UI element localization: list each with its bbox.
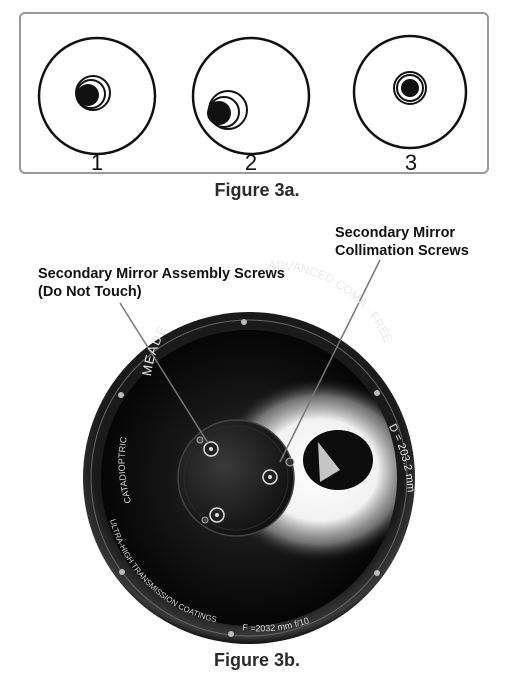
figure-3b-caption: Figure 3b. [213,650,300,670]
diagram-1-shadow [77,84,99,106]
collimation-screws-pointer [279,259,381,463]
reflection-window [303,430,373,490]
collimation-screw [262,469,278,485]
collimation-screws-label-line2: Collimation Screws [335,243,469,259]
diagram-3-ring [393,71,427,105]
figure-3a-panel [19,12,489,174]
diagram-3-ring [396,74,424,102]
collimation-screws-label-line1: Secondary Mirror [335,225,456,241]
diagram-3-shadow [401,79,419,97]
assembly-screws-pointer [119,302,209,444]
collimation-screws-label: Secondary Mirror Collimation Screws [335,224,469,260]
rim-screws [118,319,380,637]
assembly-screw [203,441,219,457]
diagram-2-outer-ring [191,36,311,156]
assembly-screws-label-line1: Secondary Mirror Assembly Screws [38,266,285,282]
diagram-1-ring [76,79,106,109]
diagram-1-number: 1 [91,150,103,175]
diagram-3: 3 [352,34,468,175]
figure-3a-caption: Figure 3a. [214,180,300,200]
diagram-2: 2 [191,36,311,175]
diagram-2-number: 2 [245,150,257,175]
diagram-3-outer-ring [352,34,468,150]
assembly-screw [209,507,225,523]
small-screw [196,436,209,524]
collimation-screw [285,457,295,467]
assembly-screws-label: Secondary Mirror Assembly Screws (Do Not… [38,265,285,301]
diagram-3-number: 3 [405,150,417,175]
diagram-1: 1 [37,36,157,175]
diagram-1-ring [75,75,111,111]
rim-edge [90,319,408,637]
assembly-screws-label-line2: (Do Not Touch) [38,284,142,300]
diagram-1-outer-ring [37,36,157,156]
diagram-2-shadow [207,101,231,125]
